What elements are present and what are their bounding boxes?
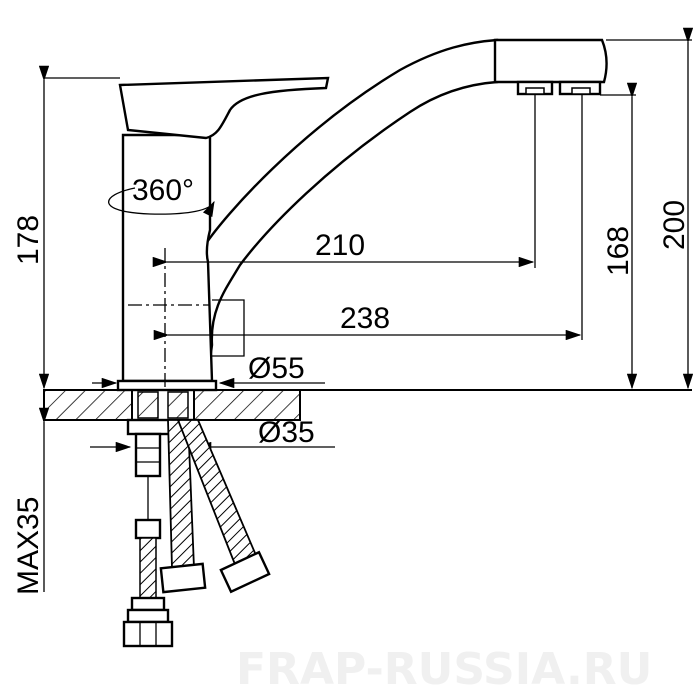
watermark: FRAP-RUSSIA.RU — [236, 644, 652, 695]
rotation-label: 360° — [132, 174, 194, 207]
dimension-base-diameter: Ø55 — [92, 352, 325, 389]
faucet-body — [121, 133, 214, 383]
hose-right — [176, 419, 271, 594]
dimension-max-counter: MAX35 — [12, 407, 50, 595]
dimension-reach-outer: 238 — [128, 95, 583, 341]
dim-168: 168 — [602, 226, 635, 276]
hose-left — [159, 419, 207, 594]
dim-55: Ø55 — [248, 352, 305, 385]
lever-handle — [118, 76, 330, 140]
dim-200: 200 — [658, 200, 691, 250]
spout-head — [493, 38, 608, 84]
rotation-indicator: 360° — [108, 174, 215, 218]
hose-center — [122, 476, 174, 648]
dim-238: 238 — [340, 302, 390, 335]
dimension-spout-height: 200 — [606, 27, 694, 390]
dim-max35: MAX35 — [12, 497, 45, 595]
base-plate — [116, 379, 218, 392]
dim-178: 178 — [12, 215, 45, 265]
dim-210: 210 — [315, 229, 365, 262]
dimension-reach-inner: 210 — [152, 95, 536, 390]
dimension-height-total: 178 — [12, 65, 120, 390]
dimension-outlet-height: 168 — [600, 82, 638, 390]
countertop — [43, 389, 692, 421]
dim-35: Ø35 — [258, 416, 315, 449]
